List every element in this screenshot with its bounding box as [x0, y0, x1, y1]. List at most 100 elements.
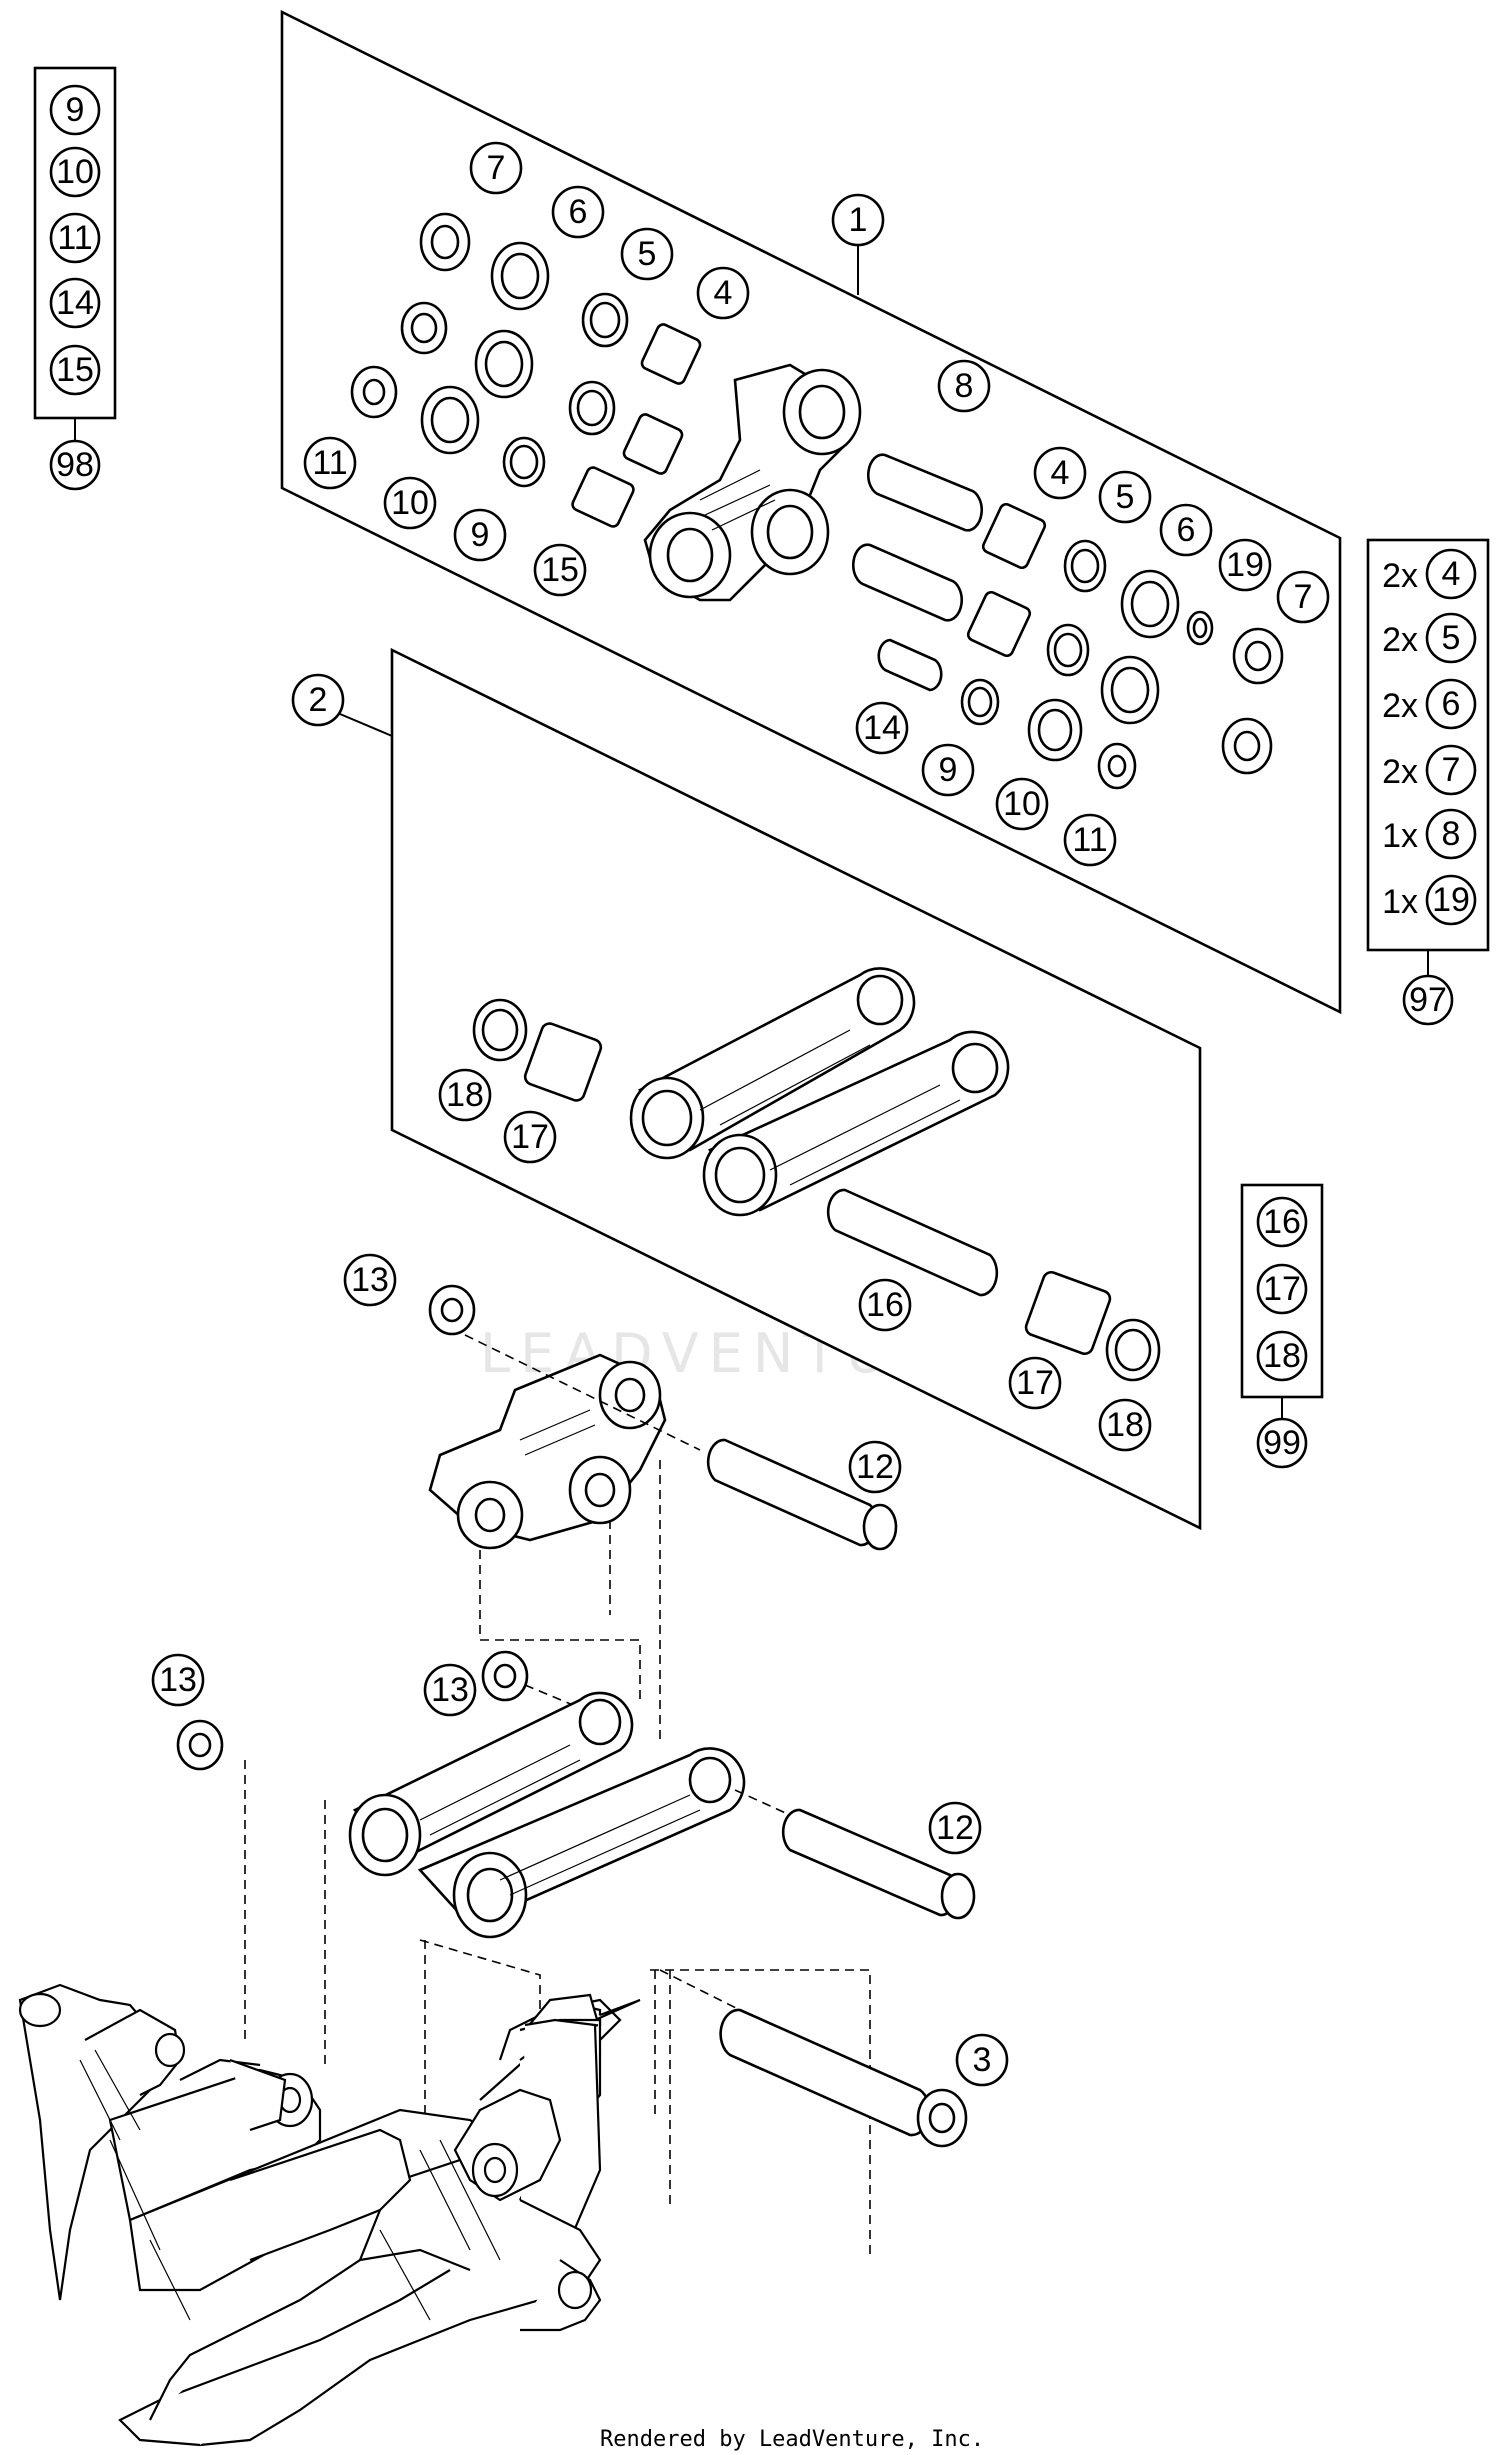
callout-11: 11 [1063, 813, 1117, 867]
svg-text:16: 16 [1263, 1203, 1301, 1241]
svg-text:4: 4 [1442, 555, 1461, 593]
kit-99-number: 99 [1256, 1417, 1308, 1469]
svg-text:2x: 2x [1382, 687, 1418, 725]
svg-text:13: 13 [431, 1671, 469, 1709]
kit-97-row-2: 2x 5 [1382, 612, 1477, 664]
callouts: 1 2 3 4 4 5 5 6 6 7 7 8 9 9 10 10 11 11 … [151, 141, 1330, 2087]
callout-1: 1 [831, 193, 885, 247]
callout-5: 5 [620, 227, 674, 281]
callout-6: 6 [1159, 503, 1213, 557]
callout-10: 10 [383, 476, 437, 530]
svg-text:8: 8 [1442, 815, 1461, 853]
callout-7: 7 [469, 141, 523, 195]
callout-15: 15 [533, 543, 587, 597]
svg-text:17: 17 [511, 1118, 549, 1156]
kit-97: 2x 4 2x 5 2x 6 2x 7 1x 8 1x 19 97 [1366, 538, 1490, 1026]
callout-13: 13 [151, 1653, 205, 1707]
kit-99-item-2: 17 [1256, 1263, 1308, 1315]
callout-12: 12 [928, 1801, 982, 1855]
svg-text:1: 1 [849, 201, 868, 239]
kit-99-item-1: 16 [1256, 1196, 1308, 1248]
svg-text:15: 15 [541, 551, 579, 589]
kit-99-item-3: 18 [1256, 1330, 1308, 1382]
svg-text:6: 6 [569, 193, 588, 231]
svg-text:7: 7 [1294, 578, 1313, 616]
svg-text:19: 19 [1226, 546, 1264, 584]
svg-text:1x: 1x [1382, 817, 1418, 855]
svg-text:9: 9 [471, 516, 490, 554]
svg-text:19: 19 [1432, 881, 1470, 919]
svg-text:2: 2 [309, 681, 328, 719]
callout-4: 4 [1033, 446, 1087, 500]
footer-credit: Rendered by LeadVenture, Inc. [600, 2427, 984, 2452]
svg-text:10: 10 [391, 484, 429, 522]
callout-2: 2 [291, 673, 345, 727]
svg-text:13: 13 [351, 1261, 389, 1299]
callout-11: 11 [303, 436, 357, 490]
callout-7: 7 [1276, 570, 1330, 624]
svg-text:5: 5 [638, 235, 657, 273]
svg-text:99: 99 [1263, 1424, 1301, 1462]
svg-text:4: 4 [1051, 454, 1070, 492]
svg-text:17: 17 [1263, 1270, 1301, 1308]
svg-text:16: 16 [866, 1286, 904, 1324]
kit-98-item-4: 14 [49, 277, 101, 329]
kit-97-row-3: 2x 6 [1382, 678, 1477, 730]
callout-13: 13 [423, 1663, 477, 1717]
callout-14: 14 [855, 701, 909, 755]
svg-text:12: 12 [936, 1809, 974, 1847]
svg-text:11: 11 [57, 219, 92, 257]
kit-97-row-1: 2x 4 [1382, 548, 1477, 600]
svg-text:2x: 2x [1382, 557, 1418, 595]
svg-text:5: 5 [1442, 619, 1461, 657]
kit-98-item-3: 11 [49, 212, 101, 264]
svg-text:11: 11 [312, 444, 347, 482]
svg-text:6: 6 [1442, 685, 1461, 723]
svg-text:10: 10 [56, 153, 94, 191]
svg-text:2x: 2x [1382, 621, 1418, 659]
callout-4: 4 [696, 266, 750, 320]
kit-98-item-5: 15 [49, 344, 101, 396]
svg-text:10: 10 [1003, 785, 1041, 823]
callout-19: 19 [1218, 538, 1272, 592]
svg-text:18: 18 [1106, 1406, 1144, 1444]
svg-text:11: 11 [1072, 821, 1107, 859]
svg-text:13: 13 [159, 1661, 197, 1699]
svg-text:14: 14 [863, 709, 901, 747]
svg-text:18: 18 [1263, 1337, 1301, 1375]
svg-text:98: 98 [56, 446, 94, 484]
callout-10: 10 [995, 777, 1049, 831]
callout-9: 9 [453, 508, 507, 562]
kit-99: 16 17 18 99 [1240, 1183, 1324, 1469]
callout-17: 17 [503, 1110, 557, 1164]
svg-text:3: 3 [973, 2041, 992, 2079]
kit-98: 9 10 11 14 15 98 [33, 66, 117, 491]
callout-9: 9 [921, 743, 975, 797]
svg-text:17: 17 [1016, 1364, 1054, 1402]
svg-text:18: 18 [446, 1076, 484, 1114]
svg-text:8: 8 [955, 367, 974, 405]
kit-98-item-2: 10 [49, 146, 101, 198]
callout-17: 17 [1008, 1356, 1062, 1410]
kit-98-item-1: 9 [49, 84, 101, 136]
svg-text:7: 7 [1442, 751, 1461, 789]
kit-97-row-4: 2x 7 [1382, 744, 1477, 796]
kit-97-row-6: 1x 19 [1382, 874, 1477, 926]
svg-text:5: 5 [1116, 478, 1135, 516]
svg-text:6: 6 [1177, 511, 1196, 549]
callout-16: 16 [858, 1278, 912, 1332]
callout-6: 6 [551, 185, 605, 239]
svg-text:9: 9 [939, 751, 958, 789]
kit-97-row-5: 1x 8 [1382, 808, 1477, 860]
svg-text:14: 14 [56, 284, 94, 322]
callout-5: 5 [1098, 470, 1152, 524]
kit-97-number: 97 [1402, 974, 1454, 1026]
callout-18: 18 [438, 1068, 492, 1122]
svg-text:15: 15 [56, 351, 94, 389]
callout-18: 18 [1098, 1398, 1152, 1452]
callout-8: 8 [937, 359, 991, 413]
svg-text:97: 97 [1409, 981, 1447, 1019]
callout-12: 12 [848, 1440, 902, 1494]
callout-3: 3 [955, 2033, 1009, 2087]
